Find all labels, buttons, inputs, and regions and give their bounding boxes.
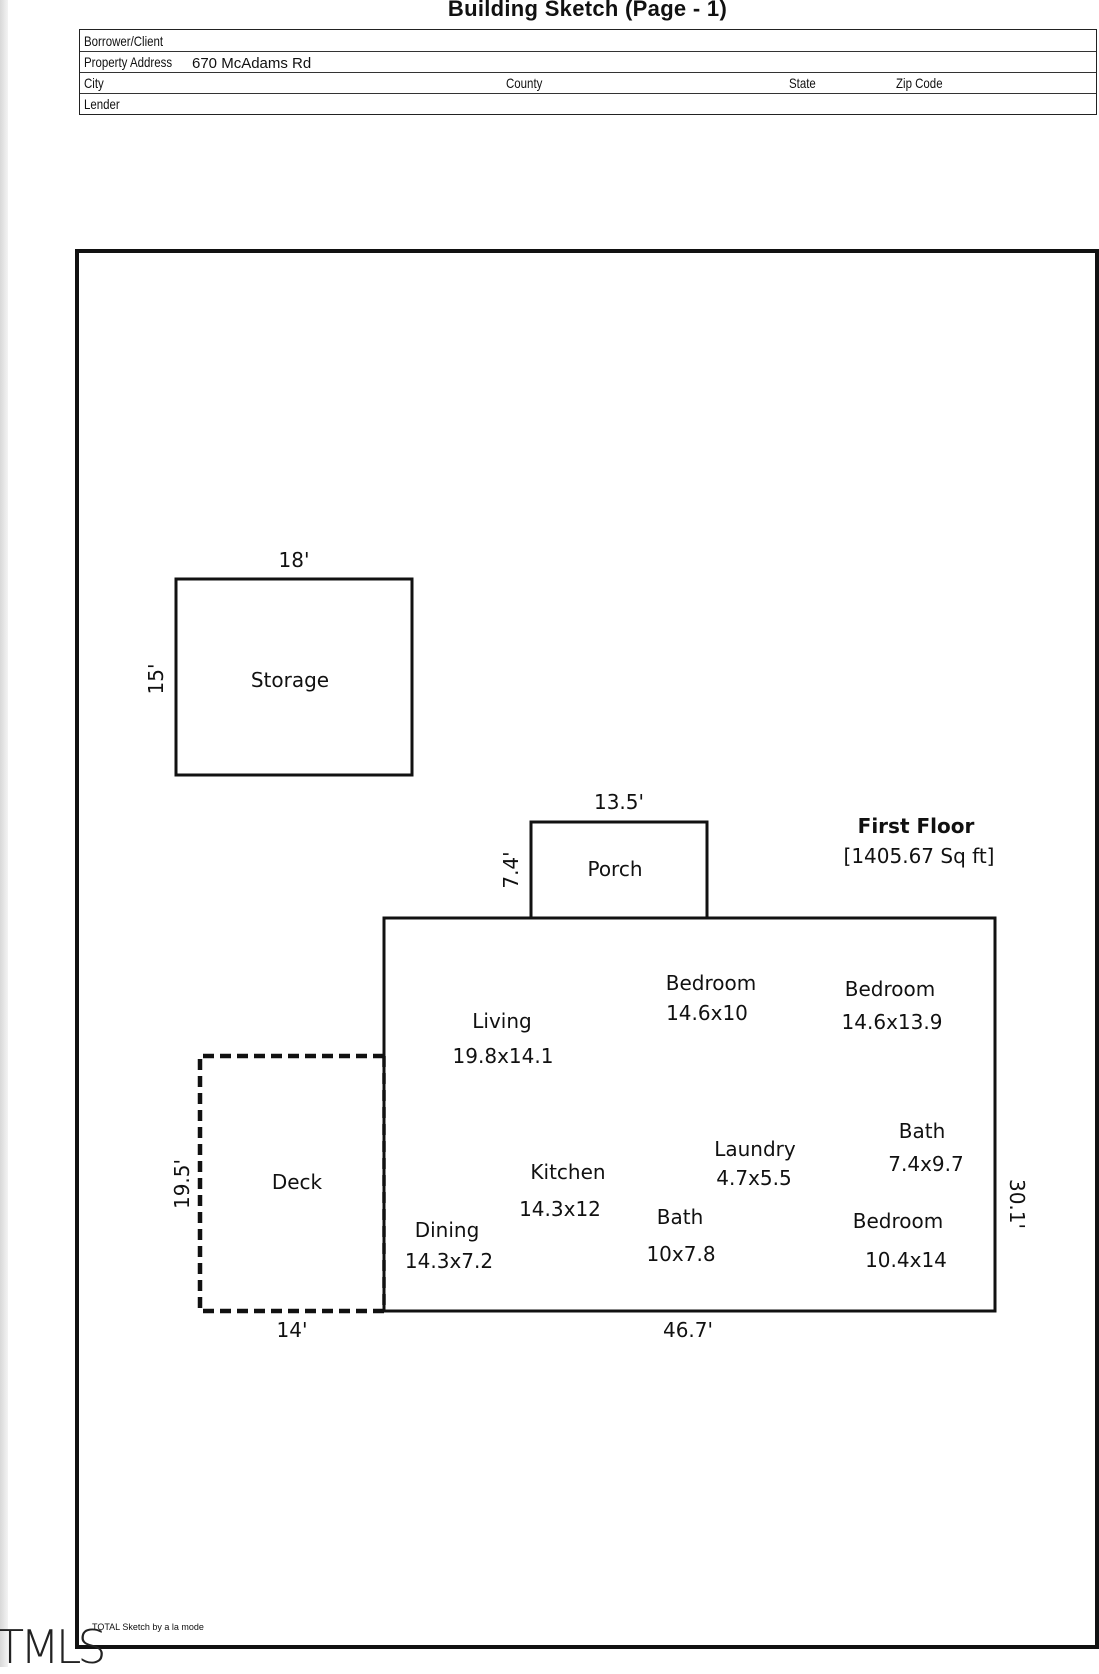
page-title: Building Sketch (Page - 1) (447, 0, 728, 21)
room-bath-2-size: 10x7.8 (646, 1242, 715, 1266)
room-bedroom-3-size: 10.4x14 (865, 1248, 947, 1272)
sketch-credit: TOTAL Sketch by a la mode (92, 1622, 204, 1632)
mls-watermark: TMLS (0, 1620, 107, 1674)
porch-depth-label: 7.4' (499, 851, 523, 888)
storage-width-label: 18' (279, 548, 310, 572)
room-bedroom-1-size: 14.6x10 (666, 1001, 748, 1025)
room-bedroom-2-name: Bedroom (845, 977, 935, 1001)
porch-label: Porch (587, 857, 642, 881)
lender-label: Lender (84, 96, 120, 112)
room-kitchen-name: Kitchen (530, 1160, 605, 1184)
location-row: City County State Zip Code (80, 72, 1096, 94)
room-bath-1-name: Bath (899, 1119, 946, 1143)
borrower-row: Borrower/Client (80, 30, 1096, 52)
room-bedroom-1-name: Bedroom (666, 971, 756, 995)
room-laundry-size: 4.7x5.5 (716, 1166, 791, 1190)
page-edge-shadow (0, 0, 8, 1667)
storage-label: Storage (251, 668, 329, 692)
borrower-label: Borrower/Client (84, 33, 164, 49)
room-bath-2-name: Bath (657, 1205, 704, 1229)
deck-outline (197, 1053, 384, 1314)
lender-row: Lender (80, 93, 1096, 114)
county-label: County (506, 75, 543, 91)
city-label: City (84, 75, 104, 91)
floor-depth-label: 30.1' (1005, 1179, 1029, 1229)
room-dining-name: Dining (415, 1218, 480, 1242)
state-label: State (789, 75, 816, 91)
floor-width-label: 46.7' (663, 1318, 713, 1342)
deck-depth-label: 19.5' (170, 1159, 194, 1209)
room-kitchen-size: 14.3x12 (519, 1197, 601, 1221)
storage-outline (174, 577, 414, 777)
deck-width-label: 14' (277, 1318, 308, 1342)
room-bedroom-2-size: 14.6x13.9 (842, 1010, 943, 1034)
room-laundry-name: Laundry (714, 1137, 796, 1161)
room-living-name: Living (472, 1009, 531, 1033)
porch-width-label: 13.5' (594, 790, 644, 814)
property-address-value: 670 McAdams Rd (192, 55, 312, 72)
header-table: Borrower/Client Property Address 670 McA… (79, 29, 1097, 115)
room-living-size: 19.8x14.1 (453, 1044, 554, 1068)
room-bedroom-3-name: Bedroom (853, 1209, 943, 1233)
room-dining-size: 14.3x7.2 (405, 1249, 493, 1273)
room-bath-1-size: 7.4x9.7 (888, 1152, 963, 1176)
property-address-label: Property Address (84, 54, 173, 70)
storage-depth-label: 15' (144, 664, 168, 695)
zip-code-label: Zip Code (896, 75, 943, 91)
floor-title: First Floor (858, 814, 975, 838)
sketch-frame (75, 249, 1099, 1649)
deck-label: Deck (272, 1170, 323, 1194)
property-row: Property Address 670 McAdams Rd (80, 51, 1096, 73)
floor-area: [1405.67 Sq ft] (844, 844, 995, 868)
